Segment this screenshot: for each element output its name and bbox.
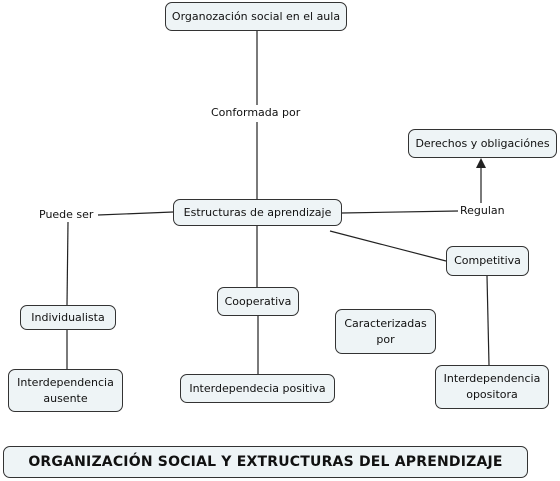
node-interdependencia-positiva-label: Interdependecia positiva: [189, 381, 326, 395]
node-interdependencia-positiva: Interdependecia positiva: [180, 374, 335, 403]
line-competitiva-to-opositora: [486, 275, 490, 366]
node-derechos: Derechos y obligaciónes: [408, 129, 557, 158]
node-cooperativa: Cooperativa: [217, 287, 299, 316]
diagram-title-text: ORGANIZACIÓN SOCIAL Y EXTRUCTURAS DEL AP…: [28, 454, 503, 470]
link-label-regulan: Regulan: [458, 204, 507, 218]
node-interdependencia-opositora: Interdependencia opositora: [435, 365, 549, 409]
node-estructuras-label: Estructuras de aprendizaje: [183, 205, 332, 219]
node-competitiva: Competitiva: [446, 246, 529, 276]
link-label-puede-ser: Puede ser: [37, 208, 96, 222]
node-estructuras: Estructuras de aprendizaje: [173, 199, 342, 226]
node-competitiva-label: Competitiva: [454, 254, 521, 267]
line-puede-ser-to-individualista: [66, 221, 69, 306]
node-organizacion-social-label: Organozación social en el aula: [171, 9, 341, 23]
node-individualista-label: Individualista: [31, 310, 105, 324]
node-interdependencia-opositora-label: Interdependencia opositora: [443, 372, 541, 401]
node-interdependencia-ausente: Interdependencia ausente: [8, 369, 123, 412]
node-caracterizadas-label: Caracterizadas por: [344, 316, 427, 346]
line-estructuras-to-puede-ser: [97, 211, 174, 216]
line-estructuras-to-regulan: [341, 210, 459, 214]
diagram-title: ORGANIZACIÓN SOCIAL Y EXTRUCTURAS DEL AP…: [3, 446, 528, 478]
node-individualista: Individualista: [20, 305, 116, 330]
node-cooperativa-label: Cooperativa: [224, 294, 292, 308]
node-interdependencia-ausente-label: Interdependencia ausente: [17, 375, 114, 405]
node-organizacion-social: Organozación social en el aula: [165, 2, 347, 31]
line-estructuras-to-competitiva: [329, 230, 447, 262]
node-derechos-label: Derechos y obligaciónes: [415, 136, 550, 150]
link-label-conformada-por: Conformada por: [209, 106, 303, 120]
node-caracterizadas: Caracterizadas por: [335, 309, 436, 354]
